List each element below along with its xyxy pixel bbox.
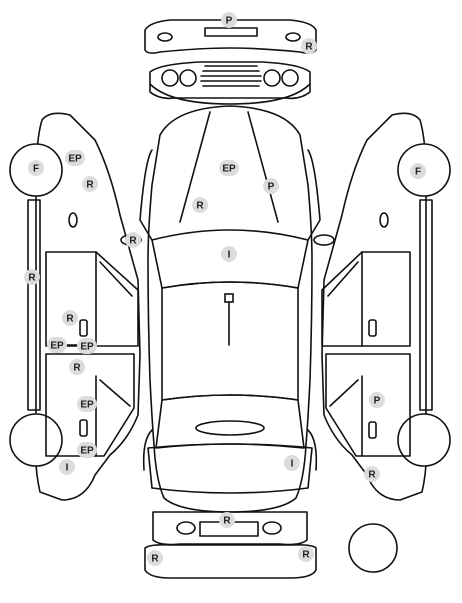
damage-marker-left-rear-door-r: R [69, 359, 85, 375]
marker-badge-bg [82, 176, 98, 192]
marker-code-label: R [129, 236, 137, 247]
left-side-view [9, 112, 141, 501]
marker-badge-bg [219, 160, 239, 176]
damage-marker-rear-panel-r: R [219, 512, 235, 528]
damage-marker-windshield-i: I [221, 246, 237, 262]
marker-badge-bg [59, 459, 75, 475]
marker-code-label: P [374, 396, 381, 407]
marker-code-label: R [368, 470, 376, 481]
marker-badge-bg [77, 338, 97, 354]
damage-marker-rear-bumper-left-r: R [147, 550, 163, 566]
front-grille-outline [149, 61, 311, 105]
damage-marker-rear-window-i: I [284, 455, 300, 471]
marker-code-label: R [86, 180, 94, 191]
marker-badge-bg [284, 455, 300, 471]
marker-badge-bg [69, 359, 85, 375]
marker-code-label: I [228, 250, 231, 261]
marker-badge-bg [369, 392, 385, 408]
spare-wheel-outline [348, 523, 398, 573]
marker-code-label: EP [50, 341, 64, 352]
marker-badge-bg [62, 310, 78, 326]
damage-marker-front-bumper-p: P [221, 12, 237, 28]
damage-marker-front-bumper-r: R [301, 38, 317, 54]
marker-badge-bg [77, 442, 97, 458]
marker-badge-bg [47, 337, 67, 353]
damage-marker-left-rear-door-ep: EP [77, 396, 97, 412]
damage-marker-right-rear-quarter-r: R [364, 466, 380, 482]
marker-badge-bg [77, 396, 97, 412]
damage-marker-left-front-door-r: R [62, 310, 78, 326]
marker-code-label: F [33, 164, 39, 175]
marker-code-label: R [73, 363, 81, 374]
front-bumper-outline [144, 19, 317, 54]
marker-code-label: I [66, 463, 69, 474]
marker-code-label: R [28, 273, 36, 284]
marker-badge-bg [28, 160, 44, 176]
damage-marker-left-fender-ep: EP [65, 150, 85, 166]
marker-code-label: R [151, 554, 159, 565]
marker-badge-bg [65, 150, 85, 166]
damage-marker-left-mirror-r: R [125, 232, 141, 248]
damage-marker-left-sill-r: R [24, 269, 40, 285]
damage-marker-left-rear-wheel-i: I [59, 459, 75, 475]
marker-code-label: I [291, 459, 294, 470]
marker-code-label: R [305, 42, 313, 53]
damage-marker-right-front-wheel-f: F [410, 163, 426, 179]
marker-code-label: EP [80, 342, 94, 353]
damage-marker-rear-bumper-right-r: R [298, 546, 314, 562]
marker-badge-bg [263, 178, 279, 194]
damage-marker-left-pillar-ep-inner: EP [77, 338, 97, 354]
car-body-top-view [120, 105, 335, 513]
damage-marker-hood-r: R [192, 197, 208, 213]
damage-marker-hood-ep: EP [219, 160, 239, 176]
damage-marker-left-front-wheel-f: F [28, 160, 44, 176]
marker-badge-bg [192, 197, 208, 213]
damage-marker-right-rear-door-p: P [369, 392, 385, 408]
marker-code-label: P [226, 16, 233, 27]
right-side-view [321, 112, 451, 501]
damage-marker-left-rear-handle-ep: EP [77, 442, 97, 458]
damage-marker-left-fender-r: R [82, 176, 98, 192]
rear-bumper-outline [144, 544, 317, 579]
damage-markers-layer: P R EP P R R I F EP R R R EP EP R EP EP I F P R I R R R [24, 12, 426, 566]
marker-badge-bg [301, 38, 317, 54]
marker-code-label: F [415, 167, 421, 178]
damage-marker-left-pillar-ep-outer: EP [47, 337, 67, 353]
marker-badge-bg [147, 550, 163, 566]
marker-badge-bg [410, 163, 426, 179]
marker-code-label: R [223, 516, 231, 527]
marker-code-label: EP [80, 446, 94, 457]
marker-code-label: EP [222, 164, 236, 175]
marker-code-label: EP [68, 154, 82, 165]
marker-badge-bg [24, 269, 40, 285]
marker-badge-bg [219, 512, 235, 528]
marker-badge-bg [364, 466, 380, 482]
marker-code-label: R [196, 201, 204, 212]
marker-code-label: R [66, 314, 74, 325]
marker-badge-bg [221, 246, 237, 262]
marker-code-label: EP [80, 400, 94, 411]
marker-code-label: R [302, 550, 310, 561]
marker-badge-bg [298, 546, 314, 562]
marker-badge-bg [125, 232, 141, 248]
marker-badge-bg [221, 12, 237, 28]
marker-code-label: P [268, 182, 275, 193]
damage-marker-hood-p: P [263, 178, 279, 194]
